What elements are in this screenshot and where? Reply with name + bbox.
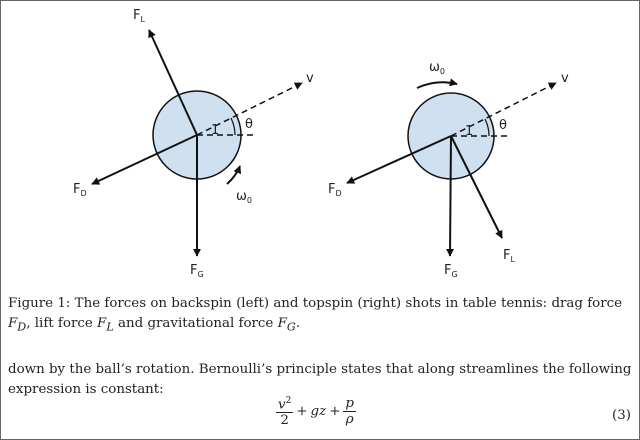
plus-sign: + — [296, 403, 308, 419]
backspin-diagram: FL FD FG v θ 1 ω0 — [73, 8, 314, 279]
plus-sign: + — [329, 403, 341, 419]
figure-caption: Figure 1: The forces on backspin (left) … — [8, 296, 623, 334]
backspin-drag-arrow — [91, 134, 198, 185]
backspin-velocity-label: v — [306, 71, 314, 86]
topspin-spin-arrow — [416, 78, 458, 89]
backspin-angle-label: θ — [245, 117, 253, 132]
topspin-angle-mark: 1 — [465, 124, 473, 139]
backspin-angle-arc — [230, 117, 236, 136]
forces-diagram: FL FD FG v θ 1 ω0 ω0 v θ 1 FD FG FL — [73, 8, 569, 279]
topspin-drag-label: FD — [328, 182, 342, 198]
topspin-gravity-label: FG — [444, 263, 458, 279]
topspin-diagram: ω0 v θ 1 FD FG FL — [328, 60, 569, 279]
pressure-term: p ρ — [343, 395, 356, 427]
backspin-lift-arrow — [148, 29, 198, 136]
backspin-spin-label: ω0 — [236, 189, 252, 205]
equation-number: (3) — [612, 408, 631, 423]
topspin-spin-label: ω0 — [429, 60, 445, 76]
backspin-spin-arrow — [226, 165, 242, 185]
potential-term: gz — [310, 403, 327, 419]
topspin-angle-arc — [484, 118, 490, 137]
topspin-lift-label: FL — [503, 248, 515, 264]
topspin-gravity-arrow — [446, 135, 455, 257]
topspin-angle-label: θ — [499, 118, 507, 133]
bernoulli-equation: v2 2 + gz + p ρ — [276, 394, 356, 428]
backspin-drag-label: FD — [73, 182, 87, 198]
backspin-angle-mark: 1 — [211, 123, 219, 138]
topspin-drag-arrow — [346, 135, 452, 184]
body-paragraph: down by the ball’s rotation. Bernoulli’s… — [8, 362, 632, 397]
backspin-lift-label: FL — [133, 8, 145, 24]
topspin-velocity-label: v — [561, 71, 569, 86]
backspin-gravity-label: FG — [190, 263, 204, 279]
topspin-lift-arrow — [450, 135, 503, 239]
kinetic-term: v2 2 — [276, 396, 294, 429]
